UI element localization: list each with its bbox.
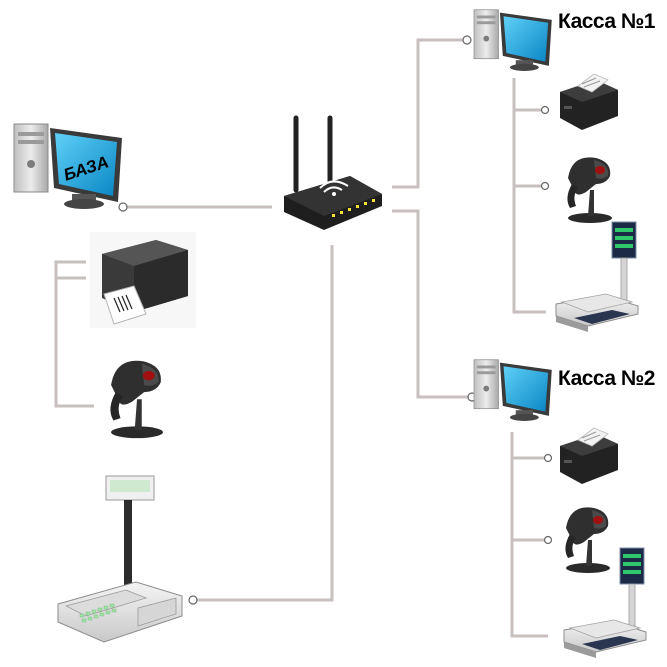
base-pc-icon: БАЗА [13,123,123,210]
line-router-kassa2 [392,209,470,399]
line-router-label-scale [196,245,334,602]
router-icon [284,115,382,230]
line-kassa1-peripherals [512,78,546,314]
kassa2-pc-icon [473,359,553,422]
kassa2-label: Касса №2 [558,367,655,390]
dot-k1-printer [540,105,550,115]
kassa1-pc-icon [473,9,553,72]
kassa1-barcode-scanner-icon [567,157,612,223]
kassa2-barcode-scanner-icon [565,507,610,573]
label-printer-icon [90,232,196,328]
connector-dots [118,35,553,605]
kassa1-receipt-printer-icon [559,73,619,131]
label-scale-icon [57,475,183,643]
dot-k2-printer [543,453,553,463]
connection-lines [54,38,548,638]
line-base-peripherals [54,260,94,408]
kassa2-receipt-printer-icon [559,427,619,485]
line-router-kassa1 [392,38,466,189]
dot-kassa1 [462,35,472,45]
dot-k2-scanner [543,535,553,545]
dot-base [118,202,128,212]
kassa1-price-scale-icon [555,221,639,333]
kassa1-label: Касса №1 [558,10,655,33]
line-kassa2-peripherals [510,432,548,638]
dot-label-scale [188,595,198,605]
dot-k1-scanner [540,181,550,191]
barcode-scanner-icon [110,360,163,439]
